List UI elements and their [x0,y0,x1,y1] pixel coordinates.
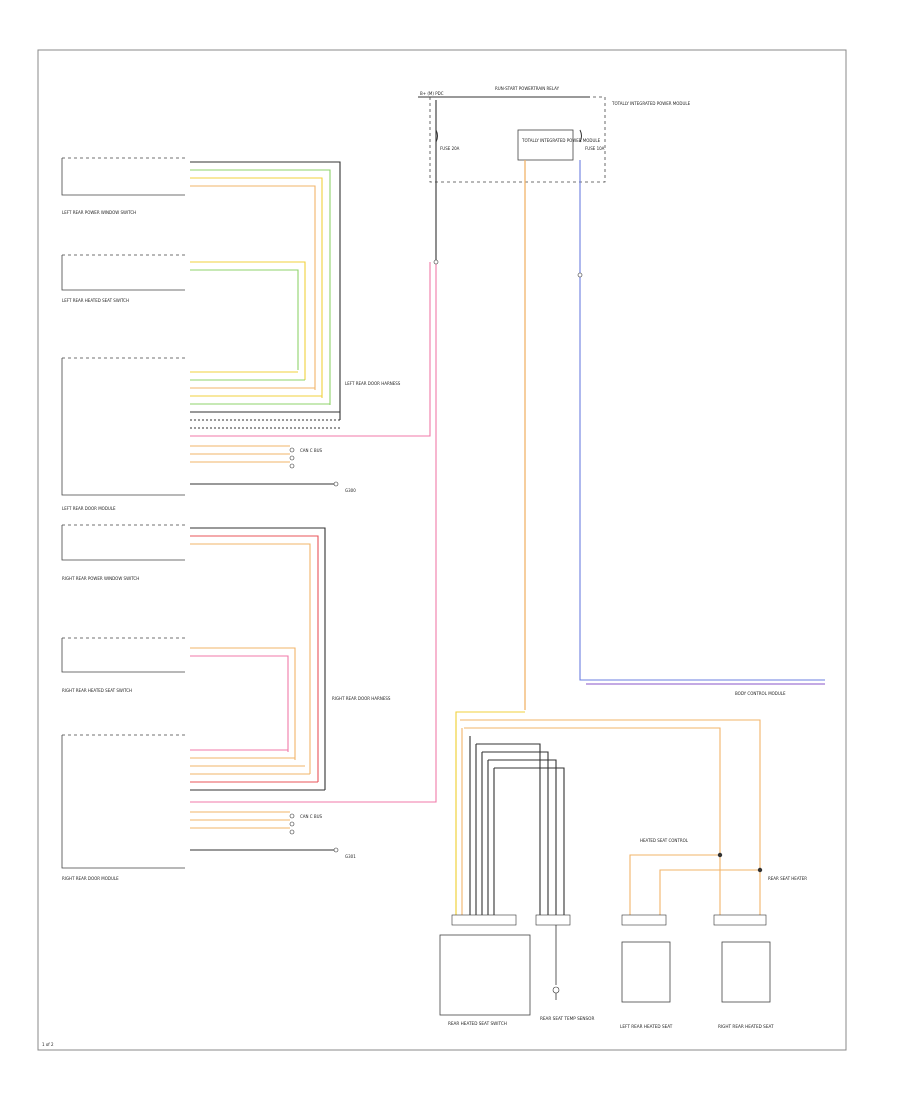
center-fuse-label: TOTALLY INTEGRATED POWER MODULE [521,138,601,143]
tipm-box [429,96,606,183]
fuse-a-label: FUSE 20A [440,146,460,151]
left-rear-heater-label: LEFT REAR HEATED SEAT [620,1024,673,1029]
lr-window-switch-box [61,158,185,196]
can-bus-label-1: CAN C BUS [300,448,323,453]
rr-window-switch-label: RIGHT REAR POWER WINDOW SWITCH [62,576,139,581]
rr-window-switch-box [61,525,185,561]
page-frame [37,49,847,1051]
bottom-wire-bundle [455,711,761,920]
rr-seat-heater-label: RIGHT REAR HEATED SEAT SWITCH [62,688,132,693]
fuse-c-label: FUSE 10A [585,146,605,151]
relay-note: TOTALLY INTEGRATED POWER MODULE [611,101,691,106]
lr-seat-heater-label: LEFT REAR HEATED SEAT SWITCH [62,298,129,303]
lr-door-module-label: LEFT REAR DOOR MODULE [62,506,116,511]
lower-wire-bundle [190,262,437,851]
lr-door-module-box [61,358,185,496]
ground-icon [552,925,560,1000]
ground-label-2: G301 [345,854,356,859]
rr-door-module-label: RIGHT REAR DOOR MODULE [62,876,119,881]
right-rear-heater-box [721,941,771,1003]
source-left-label: B+ (M) PDC [420,91,444,96]
center-fuse-box [517,129,574,161]
upper-wire-bundle [190,161,431,485]
rr-harness-note: RIGHT REAR DOOR HARNESS [332,696,391,701]
right-rear-heater-label: RIGHT REAR HEATED SEAT [718,1024,774,1029]
splice-icon [717,852,763,873]
rear-seat-switch-label: REAR HEATED SEAT SWITCH [448,1021,507,1026]
left-connector-pins [289,447,339,853]
heat-note: HEATED SEAT CONTROL [640,838,689,843]
can-bus-label-2: CAN C BUS [300,814,323,819]
bottom-note: BODY CONTROL MODULE [735,691,786,696]
ground-label-1: G300 [345,488,356,493]
seat-sensor-label: REAR SEAT TEMP SENSOR [540,1016,594,1021]
left-rear-heater-box [621,941,671,1003]
page-id: 1 of 2 [42,1042,54,1047]
rr-door-module-box [61,735,185,869]
rr-seat-heater-box [61,638,185,673]
lr-window-switch-label: LEFT REAR POWER WINDOW SWITCH [62,210,136,215]
lr-harness-note: LEFT REAR DOOR HARNESS [345,381,401,386]
right-note: REAR SEAT HEATER [768,876,807,881]
lr-seat-heater-box [61,255,185,291]
rear-seat-switch-box [439,934,531,1016]
connector-icon [451,914,767,926]
source-center-label: RUN-START POWERTRAIN RELAY [495,86,560,91]
